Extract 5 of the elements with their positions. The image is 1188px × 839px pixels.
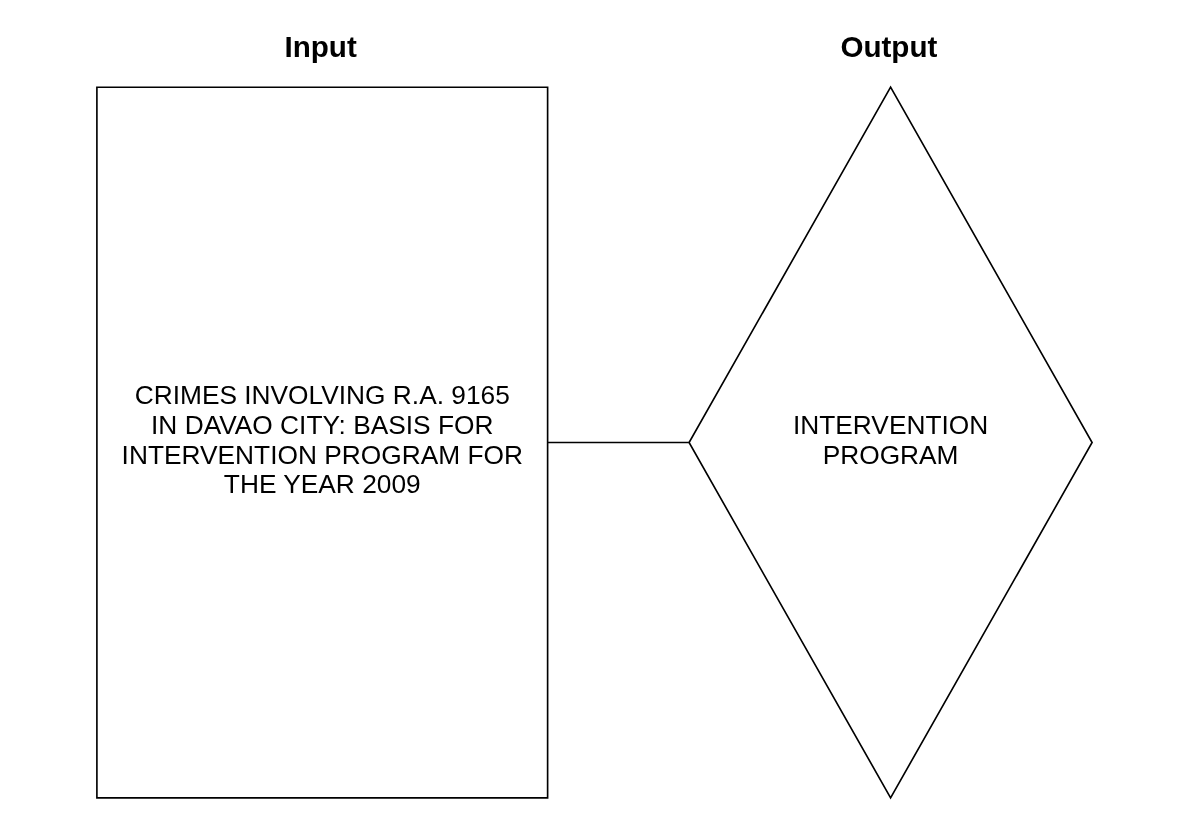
connector <box>546 441 690 444</box>
node-box: CRIMES INVOLVING R.A. 9165 IN DAVAO CITY: BASIS FOR INTERVENTION PROGRAM FOR THE YEAR 2009 <box>95 86 548 799</box>
node-label: Output <box>839 29 937 63</box>
node-label: Input <box>283 29 357 63</box>
node-diamond: INTERVENTION PROGRAM <box>687 85 1093 800</box>
